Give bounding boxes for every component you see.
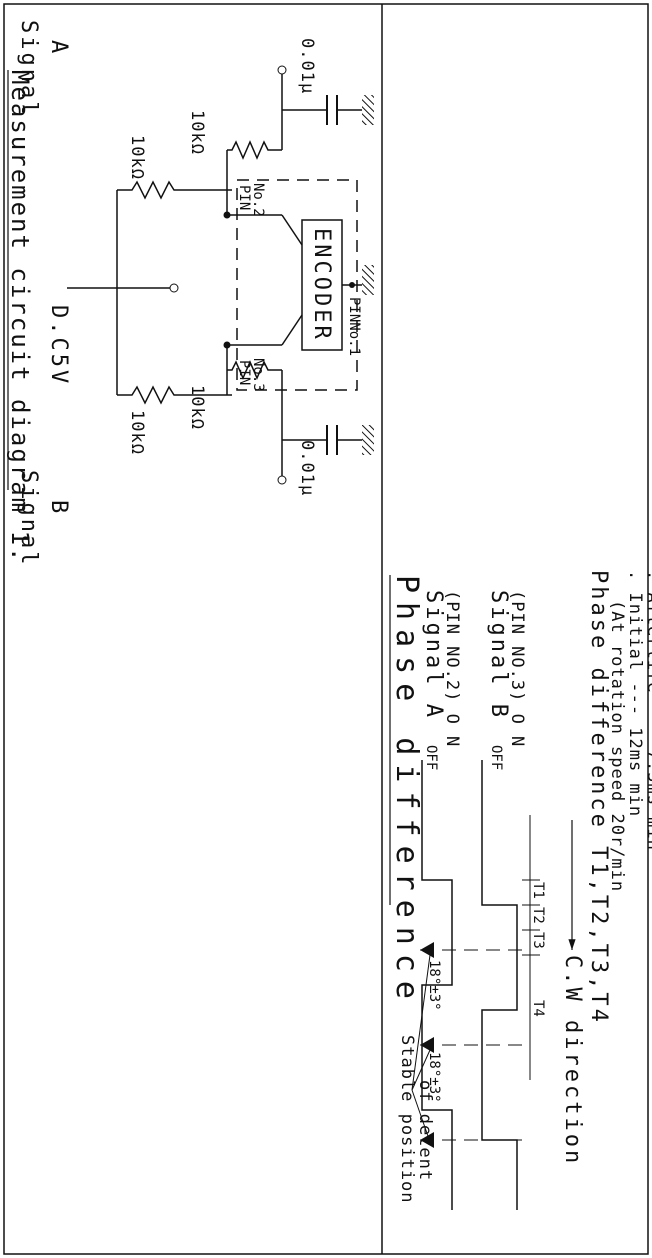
detent-marker-3 [420, 1132, 434, 1148]
resistor-pull-b [227, 360, 282, 380]
phase-signal-b-1: Signal B [486, 590, 511, 720]
signal-a-terminal [277, 65, 287, 75]
detent-marker-1 [420, 942, 434, 958]
t4-label: T4 [530, 1000, 546, 1017]
r-series-a-label: 10kΩ [127, 135, 147, 180]
pin1-node [349, 282, 355, 288]
desc-line4: . Afterlife --- 7.5ms min [643, 570, 652, 851]
pin2-label-2: No.2 [250, 183, 266, 217]
phase-signal-a-1: Signal A [421, 590, 446, 720]
circuit-title: Measurement circuit diagram 1. [6, 70, 34, 563]
resistor-pull-a [227, 140, 282, 160]
encoder-label: ENCODER [309, 228, 334, 342]
phase-signal-b-2: (PIN NO.3) O N [507, 590, 527, 747]
cw-direction: C.W direction [560, 955, 585, 1166]
cap-b-label: 0.01µ [297, 440, 317, 496]
pin1-label: PINNo.1 [346, 297, 362, 356]
ground-a [362, 95, 374, 125]
phase-title: Phase difference [389, 575, 424, 1008]
signal-a-letter: A [46, 40, 71, 56]
circuit-panel: Measurement circuit diagram 1. D.C5V 10k… [6, 20, 374, 567]
stable-line1: Stable position [397, 1035, 417, 1204]
cap-a-label: 0.01µ [297, 38, 317, 94]
off-a: OFF [423, 745, 439, 770]
waveform-a [421, 760, 453, 1210]
switch-a [281, 214, 303, 246]
signal-b-label: Signal [16, 470, 41, 567]
stable-line2: of detent [415, 1080, 435, 1181]
signal-a-label: Signal [16, 20, 41, 117]
r-series-b-label: 10kΩ [127, 410, 147, 455]
off-b: OFF [488, 745, 504, 770]
desc-line2: (At rotation speed 20r/min [607, 600, 627, 892]
t2-label: T2 [530, 907, 546, 924]
ground-pin1 [362, 265, 374, 295]
phase-panel: Phase difference Stable position of dete… [389, 570, 652, 1210]
switch-b [281, 314, 303, 346]
desc-line3: . Initial --- 12ms min [625, 570, 645, 817]
detent-marker-2 [420, 1037, 434, 1053]
angle-1: 18°±3° [426, 960, 442, 1011]
signal-b-letter: B [46, 500, 71, 516]
r-pull-b-label: 10kΩ [187, 385, 207, 430]
ground-b [362, 425, 374, 455]
phase-signal-a-2: (PIN NO.2) O N [442, 590, 462, 747]
angle-2: 18°±3° [426, 1052, 442, 1103]
t1-label: T1 [530, 882, 546, 899]
outer-border [3, 3, 649, 1255]
r-pull-a-label: 10kΩ [187, 110, 207, 155]
waveform-b [481, 760, 518, 1210]
resistor-series-a [117, 180, 182, 200]
supply-terminal [169, 283, 179, 293]
pin2-label-1: PIN [236, 185, 252, 210]
pin3-label-2: No.3 [250, 358, 266, 392]
supply-label: D.C5V [46, 305, 71, 386]
resistor-series-b [117, 385, 182, 405]
t3-label: T3 [530, 932, 546, 949]
signal-b-terminal [277, 475, 287, 485]
desc-line1: Phase difference T1,T2,T3,T4 [586, 570, 611, 1025]
pin3-label-1: PIN [236, 360, 252, 385]
